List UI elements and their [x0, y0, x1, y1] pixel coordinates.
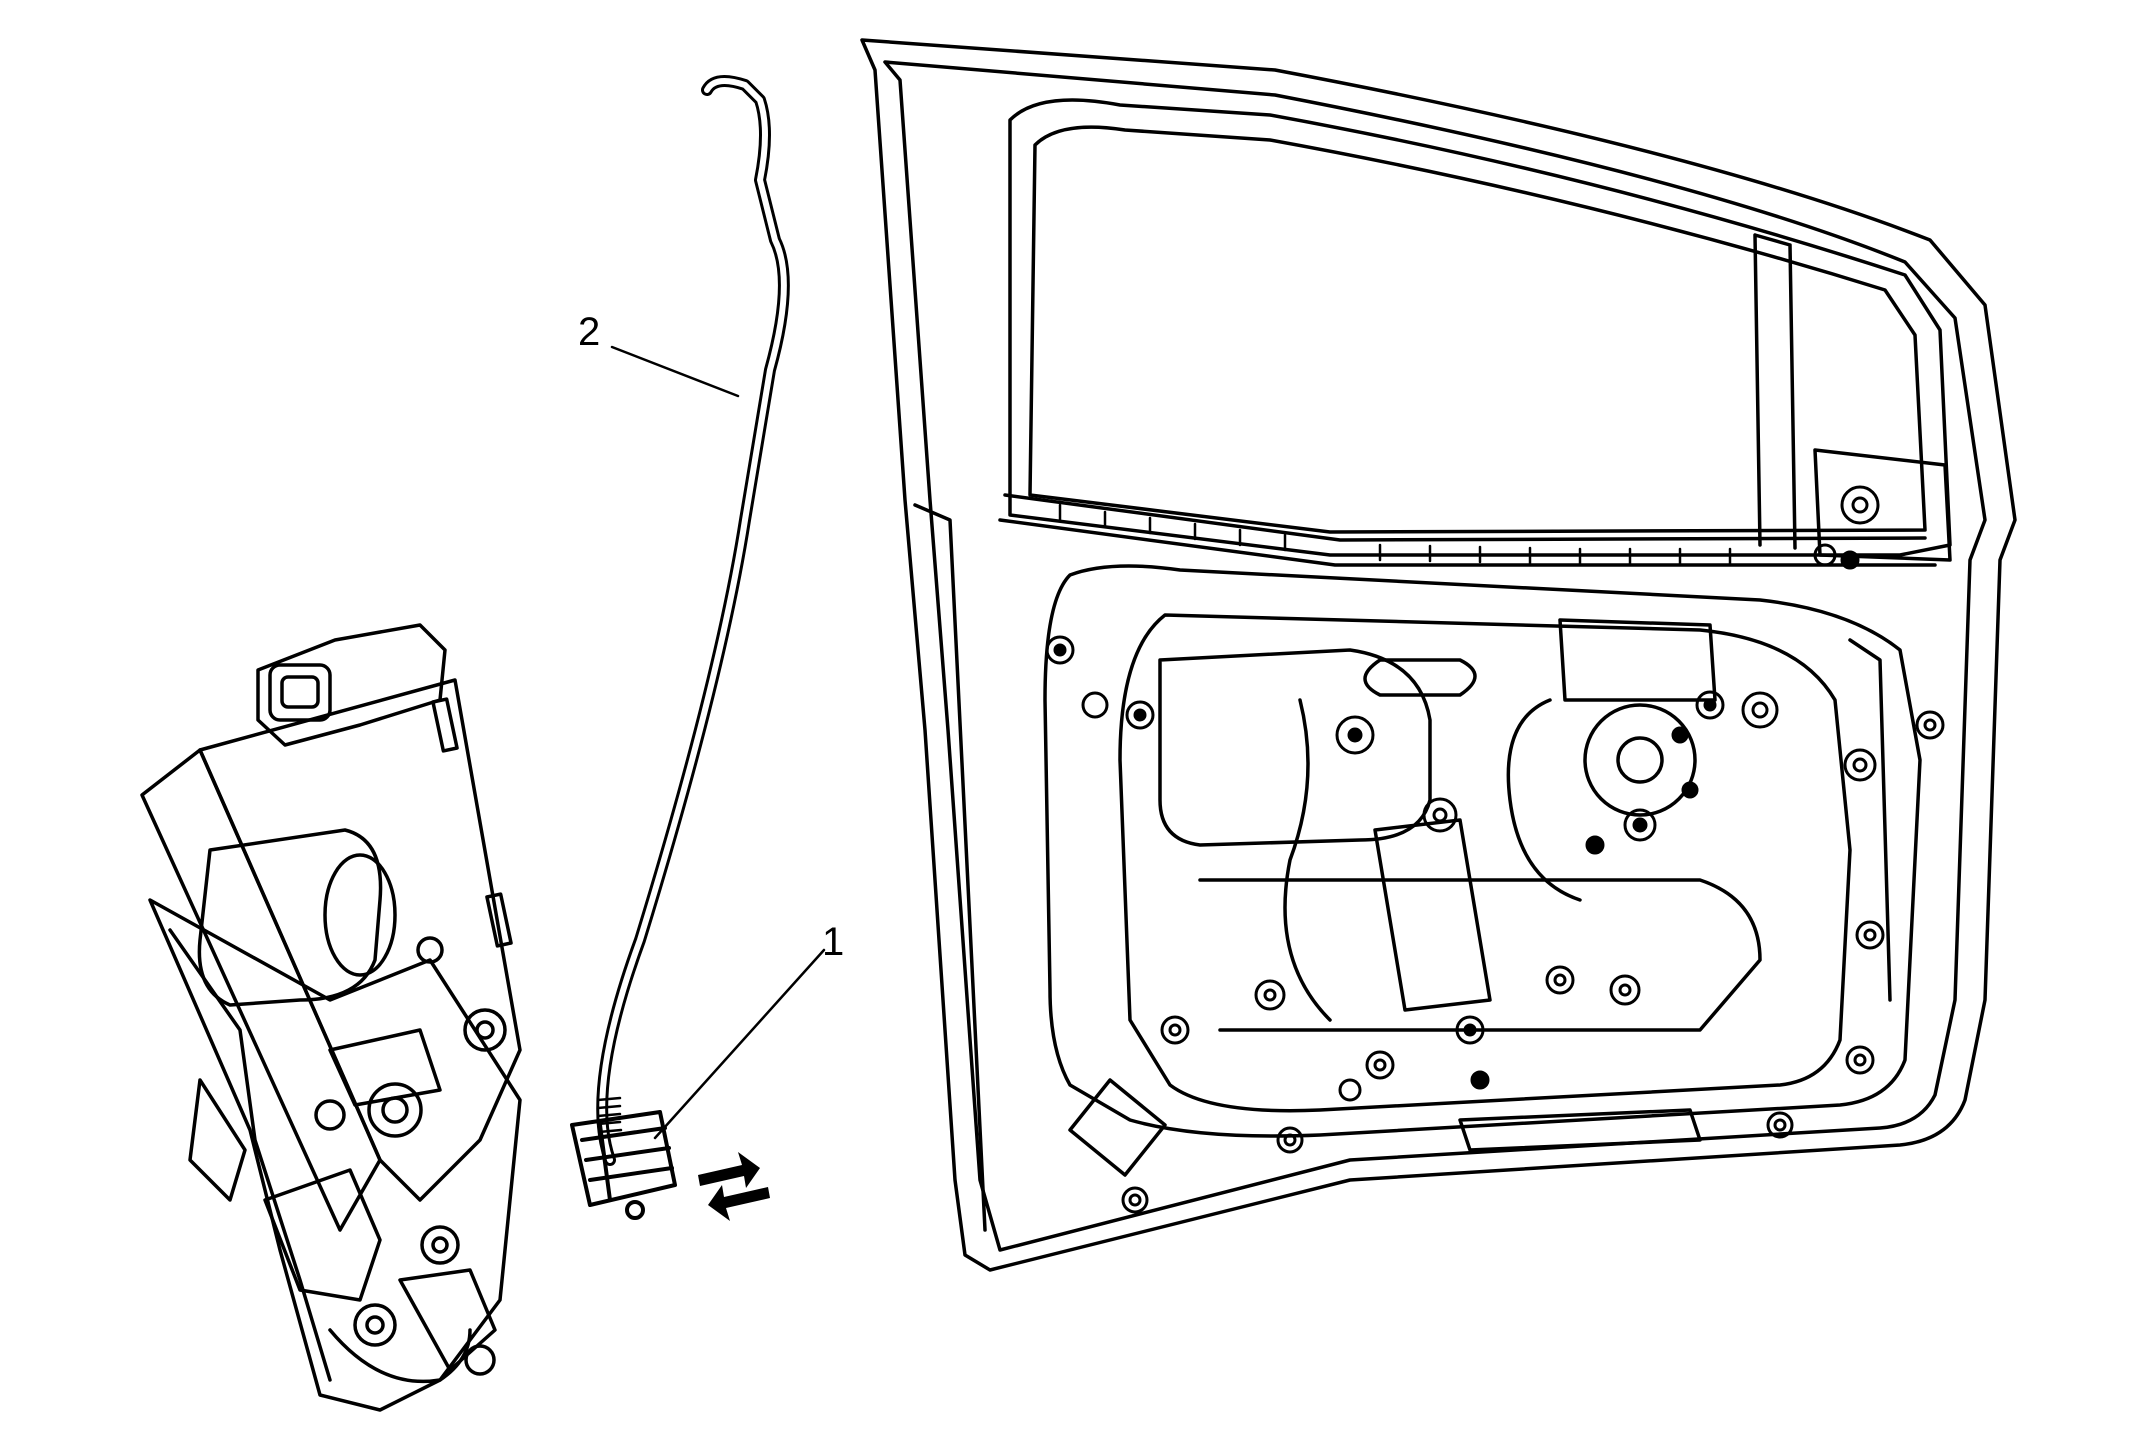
door-outer-edge [860, 38, 2017, 1272]
regulator-arm [1198, 878, 1762, 1032]
wire-harness [1283, 698, 1582, 1022]
door-latch-assembly [140, 623, 522, 1412]
regulator-pivot [1583, 703, 1697, 817]
rod-threads [596, 1096, 623, 1134]
double-arrow-icon [698, 1152, 770, 1221]
striker-pocket [328, 1328, 472, 1384]
window-motor [1558, 618, 1717, 702]
belt-line [998, 493, 1937, 567]
door-fasteners [1045, 485, 1945, 1214]
lock-rod-clip [570, 1110, 677, 1220]
callout-2: 2 [578, 310, 600, 354]
regulator-rail [1373, 818, 1492, 1012]
side-strip [913, 503, 987, 1232]
lock-rod-outer [596, 75, 790, 1166]
window-post [1753, 233, 1797, 550]
sound-pad [1068, 1078, 1167, 1177]
belt-clips [1058, 503, 1732, 566]
leader-line-2 [610, 345, 740, 398]
leader-line-1 [653, 948, 826, 1140]
leader-lines [610, 345, 826, 1140]
door-inner-edge [883, 60, 1987, 1252]
latch-lever [263, 1168, 382, 1302]
inner-panel-recess [1118, 613, 1852, 1113]
lower-trim [1458, 1108, 1702, 1152]
window-frame-inner [1028, 125, 1927, 534]
access-hole [1158, 648, 1432, 847]
door-panel [860, 38, 2017, 1272]
slot [1363, 658, 1477, 697]
callout-1: 1 [822, 920, 844, 964]
lock-rod [596, 75, 790, 1166]
window-opening [1008, 98, 1952, 557]
lock-rod-inner [599, 78, 787, 1163]
inner-panel-outline [1043, 564, 1922, 1138]
hinge-bracket [1813, 448, 1952, 562]
